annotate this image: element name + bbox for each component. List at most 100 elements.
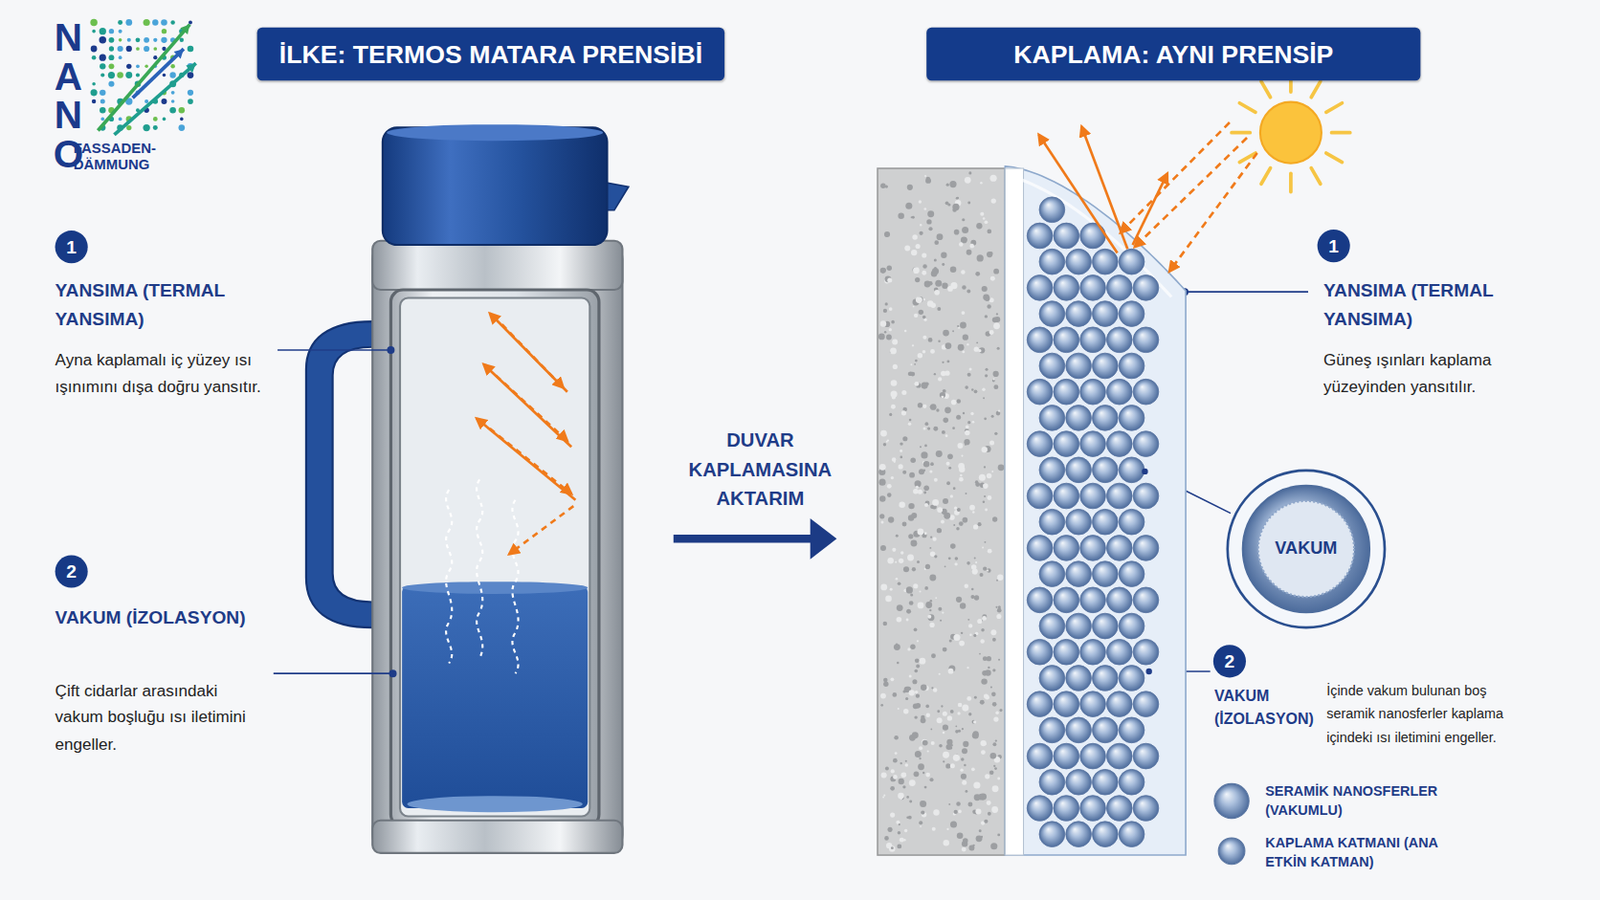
concrete-pore — [999, 709, 1002, 712]
concrete-pore — [918, 310, 924, 315]
concrete-pore — [909, 800, 912, 804]
concrete-pore — [984, 743, 987, 746]
concrete-pore — [887, 557, 894, 565]
concrete-pore — [929, 547, 932, 550]
nanosphere — [1133, 587, 1159, 614]
logo-subtitle: FASSADEN- DÄMMUNG — [73, 139, 201, 173]
logo-dot — [118, 116, 123, 121]
concrete-pore — [890, 476, 894, 480]
concrete-pore — [975, 271, 980, 277]
concrete-pore — [939, 392, 946, 399]
concrete-pore — [887, 277, 892, 283]
concrete-pore — [929, 622, 934, 628]
nanosphere — [1039, 405, 1066, 432]
concrete-pore — [897, 212, 905, 220]
lid-top — [386, 124, 603, 141]
concrete-pore — [964, 583, 969, 588]
concrete-pore — [947, 202, 951, 206]
concrete-pore — [967, 373, 972, 378]
concrete-pore — [936, 528, 942, 534]
concrete-pore — [945, 763, 951, 769]
nanosphere — [1066, 613, 1092, 640]
concrete-pore — [971, 768, 976, 773]
concrete-pore — [911, 249, 917, 256]
concrete-pore — [967, 421, 971, 424]
concrete-pore — [926, 219, 932, 224]
nanosphere — [1066, 248, 1092, 275]
concrete-pore — [887, 439, 889, 442]
concrete-pore — [979, 639, 984, 644]
concrete-pore — [914, 690, 918, 694]
concrete-pore — [992, 516, 998, 522]
nanosphere — [1026, 639, 1053, 666]
concrete-pore — [961, 218, 965, 222]
concrete-pore — [984, 314, 988, 318]
nanosphere — [1026, 691, 1053, 718]
concrete-pore — [954, 507, 957, 511]
concrete-pore — [890, 846, 894, 850]
concrete-pore — [888, 845, 896, 853]
concrete-pore — [944, 565, 947, 568]
concrete-pore — [969, 505, 976, 512]
leader-dot — [1141, 468, 1148, 475]
concrete-pore — [913, 363, 916, 366]
concrete-pore — [961, 285, 966, 289]
logo-dot — [126, 45, 133, 52]
nanosphere — [1133, 378, 1159, 405]
concrete-pore — [990, 686, 993, 689]
concrete-pore — [911, 679, 917, 685]
logo-dot — [118, 38, 123, 43]
nanosphere — [1039, 561, 1066, 588]
nanosphere — [1118, 301, 1145, 328]
concrete-pore — [961, 748, 968, 755]
concrete-pore — [922, 740, 929, 747]
concrete-pore — [927, 427, 931, 431]
concrete-pore — [975, 808, 981, 815]
nanosphere — [1133, 796, 1159, 823]
sphere-shell — [1243, 486, 1370, 613]
logo-dot — [179, 117, 184, 122]
concrete-pore — [932, 537, 936, 542]
logo-dot — [187, 89, 194, 96]
concrete-pore — [959, 602, 966, 609]
nanosphere — [1080, 222, 1107, 249]
concrete-pore — [901, 390, 907, 396]
concrete-pore — [898, 464, 904, 469]
concrete-pore — [972, 569, 978, 576]
nanosphere — [1118, 353, 1145, 379]
concrete-pore — [974, 346, 979, 352]
nanosphere — [1080, 796, 1107, 823]
concrete-pore — [936, 307, 941, 312]
nanosphere — [1026, 275, 1053, 302]
concrete-pore — [910, 644, 915, 650]
concrete-pore — [882, 797, 885, 800]
concrete-pore — [993, 268, 1000, 275]
concrete-pore — [968, 623, 973, 628]
logo-dot — [109, 37, 115, 44]
logo-dot — [153, 46, 157, 51]
concrete-pore — [986, 570, 989, 573]
concrete-pore — [911, 541, 917, 547]
concrete-pore — [909, 779, 916, 787]
section-heading: YANSIMA (TERMAL YANSIMA) — [55, 277, 290, 335]
concrete-pore — [933, 688, 938, 693]
concrete-pore — [885, 302, 889, 306]
solar-rays — [1039, 122, 1258, 272]
arrow-shaft — [673, 534, 813, 544]
nanosphere-symbol — [1214, 783, 1249, 819]
concrete-pore — [967, 619, 970, 622]
leader-line — [1185, 290, 1309, 293]
nanosphere — [1026, 327, 1053, 354]
steam-line — [476, 479, 483, 659]
logo-dot — [91, 82, 96, 87]
concrete-pore — [933, 426, 938, 432]
concrete-pore — [958, 641, 965, 647]
logo-dot — [91, 29, 96, 34]
concrete-pore — [981, 286, 988, 292]
concrete-pore — [992, 378, 996, 382]
concrete-pore — [924, 503, 929, 508]
concrete-pore — [986, 251, 993, 258]
concrete-pore — [951, 400, 957, 406]
concrete-pore — [910, 594, 913, 598]
thermos-body — [372, 241, 623, 854]
